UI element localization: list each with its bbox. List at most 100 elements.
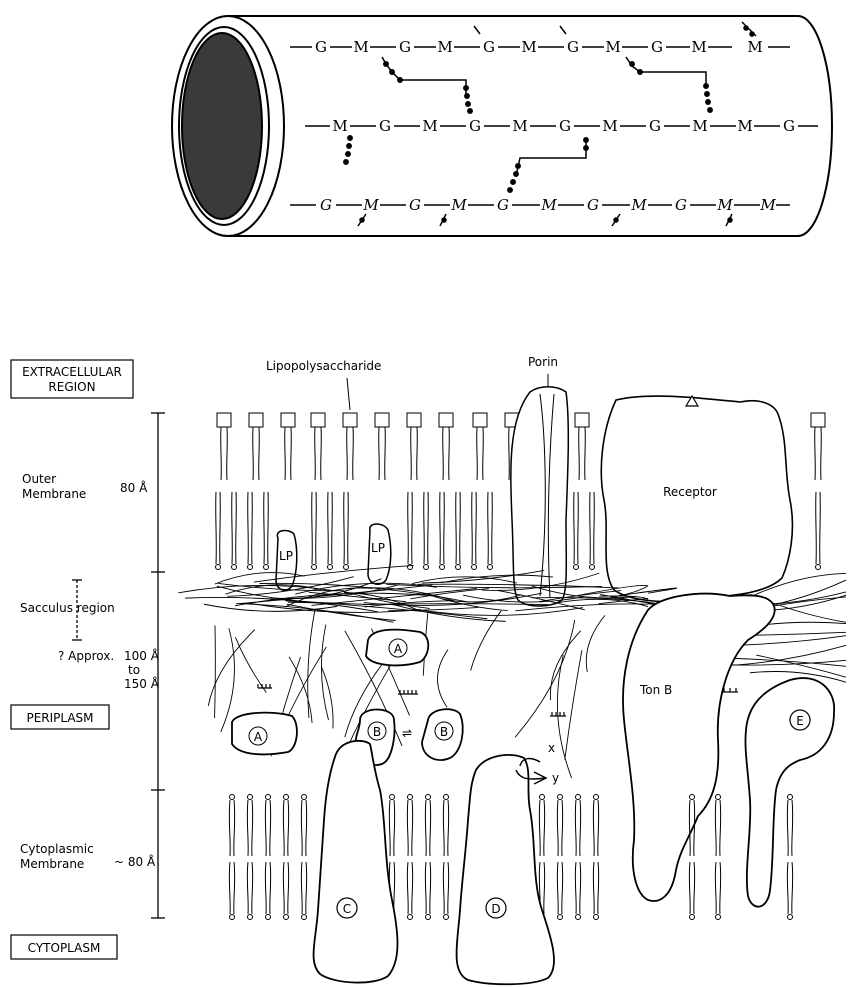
receptor-protein: Receptor [601,396,792,602]
lps-head [473,413,487,427]
glycan-fiber [392,604,506,621]
periplasm-label: PERIPLASM [26,711,93,725]
lipoprotein-lp-1: LP [276,531,297,591]
lps-head [343,413,357,427]
lipid-head [690,915,695,920]
glycan-fiber [586,615,605,672]
lps-tail [221,427,228,480]
sugar-label: M [512,117,527,135]
glycan-fiber [321,625,328,721]
lipid-tail [247,800,252,856]
protein-c: C [314,741,398,983]
lipid-tail [456,492,461,564]
sugar-label: G [587,196,599,214]
lps-head [217,413,231,427]
lipid-tail [283,800,288,856]
lipid-head [440,565,445,570]
protein-a-label: A [394,642,403,656]
sugar-label: G [649,117,661,135]
lipid-head [444,915,449,920]
lipid-head [690,795,695,800]
lipid-head [716,915,721,920]
lipid-tail [557,862,562,914]
lipid-head [344,565,349,570]
glycan-fiber [515,620,575,737]
protein-b-right: B [422,709,463,760]
lipid-tail [232,492,237,564]
lipid-head [266,915,271,920]
lipid-tail [265,800,270,856]
sugar-label: M [422,117,437,135]
lipid-tail [328,492,333,564]
porin-protein [511,387,568,606]
sugar-label: M [630,196,647,214]
protein-a-label: A [254,730,263,744]
lps-tail [443,427,450,480]
protein-e: E [745,678,834,907]
lipid-tail [389,800,394,856]
lipid-tail [539,800,544,856]
sugar-label: M [362,196,379,214]
periplasm-thickness-2: to [128,663,140,677]
lipid-tail [593,800,598,856]
region-labels: EXTRACELLULAR REGION Outer Membrane Sacc… [11,360,133,959]
lipid-head [788,795,793,800]
cytoplasmic-membrane-label-2: Membrane [20,857,84,871]
lipid-tail [787,800,792,856]
lipid-head [540,795,545,800]
lipid-tail [408,492,413,564]
sugar-label: G [783,117,795,135]
lipopolysaccharide-label: Lipopolysaccharide [266,359,381,373]
sugar-label: M [521,38,536,56]
lipid-tail [557,800,562,856]
outer-membrane-label-1: Outer [22,472,56,486]
sugar-label: M [605,38,620,56]
sugar-label: G [315,38,327,56]
glycan-fiber [550,631,580,700]
lipid-tail [216,492,221,564]
lp-label: LP [279,549,293,563]
lipid-tail [248,492,253,564]
lps-tail [253,427,260,480]
lipid-head [408,915,413,920]
arrow-y-label: y [552,771,559,785]
lipid-head [426,795,431,800]
lipid-tail [488,492,493,564]
lipid-head [444,795,449,800]
outer-membrane-label-2: Membrane [22,487,86,501]
lipid-tail [407,800,412,856]
lps-head [375,413,389,427]
sugar-label: G [497,196,509,214]
lps-head [575,413,589,427]
sugar-label: G [675,196,687,214]
lipid-tail [425,862,430,914]
lipid-head [456,565,461,570]
lipid-head [488,565,493,570]
lps-tail [411,427,418,480]
lipid-tail [715,800,720,856]
lipid-head [576,915,581,920]
lipid-head [230,915,235,920]
lipid-tail [301,862,306,914]
sugar-label: G [483,38,495,56]
porin-label: Porin [528,355,558,369]
lps-head [249,413,263,427]
dimension-labels: 80 Å 100 Å to 150 Å ~ 80 Å [114,480,160,869]
lipid-tail [575,862,580,914]
lipid-head [266,795,271,800]
lipid-head [558,915,563,920]
lps-tail [347,427,354,480]
lipid-tail [265,862,270,914]
lps-head [281,413,295,427]
glycan-fiber [557,655,571,778]
protein-b-label: B [440,725,448,739]
sugar-label: M [450,196,467,214]
sugar-label: G [379,117,391,135]
sugar-label: M [353,38,368,56]
lipid-head [408,795,413,800]
glycan-fiber [215,625,216,718]
lipid-head [594,795,599,800]
lps-head [311,413,325,427]
sugar-label: G [320,196,332,214]
